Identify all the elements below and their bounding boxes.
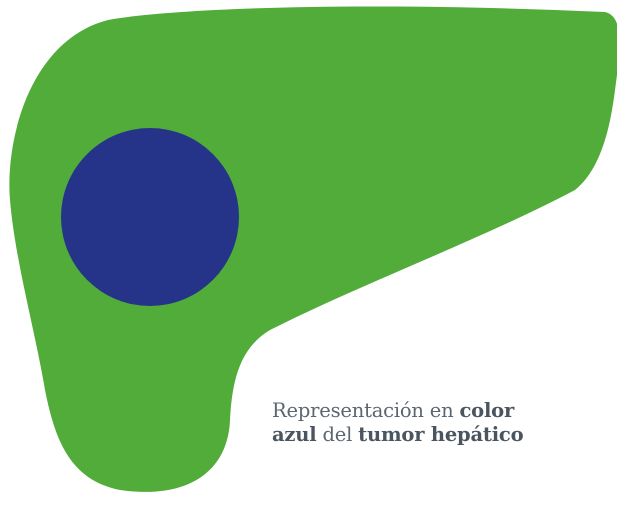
liver-shape [9,6,617,492]
caption-bold-azul: azul [272,423,317,446]
caption-bold-color: color [459,399,515,422]
caption-regular-text: Representación en [272,399,460,422]
caption: Representación en color azul del tumor h… [272,399,602,447]
tumor-circle [61,128,239,306]
caption-bold-tumor: tumor hepático [358,423,524,446]
caption-regular-del: del [316,423,359,446]
caption-line-1: Representación en color [272,399,602,423]
caption-line-2: azul del tumor hepático [272,423,602,447]
